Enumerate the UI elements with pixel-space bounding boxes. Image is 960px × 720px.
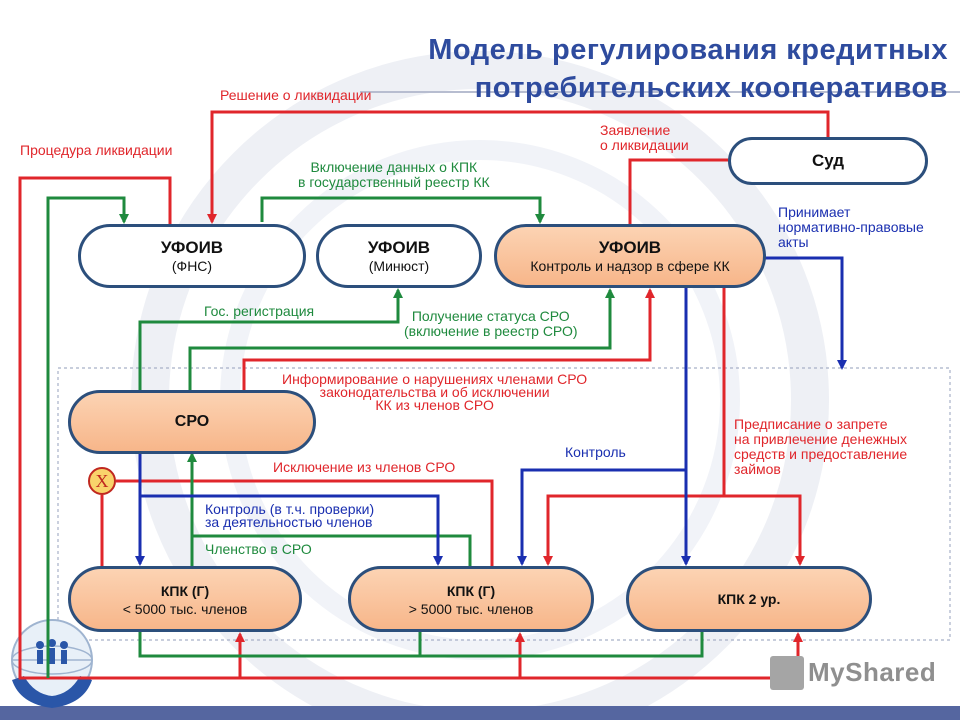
edge-predpisanie-kpk-large [543,494,724,566]
label-reshenie: Решение о ликвидации [220,87,372,103]
edge-vklyuchenie-v-reestr [260,196,545,224]
edge-kontrol-proverki-large [140,494,443,566]
label-procedura: Процедура ликвидации [20,142,173,158]
node-sud-title: Суд [811,151,845,170]
label-poluchenie: Получение статуса СРО (включение в реест… [404,308,578,339]
node-ufoiv-minjust-subtitle: (Минюст) [368,257,430,274]
edge-predpisanie-kpk2 [722,288,805,566]
bottom-band [0,706,960,720]
node-kpk-small-subtitle: < 5000 тыс. членов [122,600,248,617]
node-ufoiv-minjust[interactable]: УФОИВ (Минюст) [316,224,482,288]
node-ufoiv-fns-title: УФОИВ [160,237,224,257]
kk-boundary [57,367,951,641]
label-zayavlenie: Заявление о ликвидации [600,122,689,153]
label-informirovanie: Информирование о нарушениях членами СРО … [282,371,588,413]
node-kpk-large-subtitle: > 5000 тыс. членов [408,600,534,617]
cooperative-logo-icon [11,619,93,708]
label-vklyuchenie: Включение данных о КПК в государственный… [298,159,490,190]
node-kpk2-title: КПК 2 ур. [717,591,781,607]
node-sro-title: СРО [174,413,210,430]
label-gos-reg: Гос. регистрация [204,303,315,319]
node-ufoiv-fns[interactable]: УФОИВ (ФНС) [78,224,306,288]
node-sud[interactable]: Суд [728,137,928,185]
edge-reshenie-o-likvidacii [207,110,830,224]
label-chlenstvo: Членство в СРО [205,541,312,557]
label-prinimaet: Принимает нормативно-правовые акты [778,204,924,250]
node-kpk-large[interactable]: КПК (Г) > 5000 тыс. членов [348,566,594,632]
edge-gos-reg-sro [138,288,403,390]
node-ufoiv-fns-subtitle: (ФНС) [171,257,213,274]
node-ufoiv-control[interactable]: УФОИВ Контроль и надзор в сфере КК [494,224,766,288]
node-kpk-small-title: КПК (Г) [160,582,210,599]
edge-kontrol-kpk-large [517,288,688,566]
edge-status-sro [188,288,615,390]
edge-informirovanie [242,288,655,390]
node-ufoiv-minjust-title: УФОИВ [367,237,431,257]
label-kontrol-proverki: Контроль (в т.ч. проверки) за деятельнос… [205,501,375,530]
node-kpk2[interactable]: КПК 2 ур. [626,566,872,632]
edge-zayavlenie-o-likvidacii [628,158,728,224]
myshared-logo: MyShared [808,657,937,687]
node-kpk-large-title: КПК (Г) [446,582,496,599]
edge-gos-registraciya [46,196,129,678]
exclusion-mark: X [88,467,116,495]
edge-prinimaet-akty [744,256,847,370]
edge-isklyuchenie [116,479,494,566]
node-ufoiv-control-subtitle: Контроль и надзор в сфере КК [530,257,730,274]
node-ufoiv-control-title: УФОИВ [598,237,662,257]
node-kpk-small[interactable]: КПК (Г) < 5000 тыс. членов [68,566,302,632]
label-kontrol: Контроль [565,444,626,460]
myshared-logo-icon [770,656,804,690]
label-predpisanie: Предписание о запрете на привлечение ден… [734,416,908,477]
page-title: Модель регулирования кредитных потребите… [428,34,948,105]
node-sro[interactable]: СРО [68,390,316,454]
label-isklyuchenie: Исключение из членов СРО [273,459,456,475]
